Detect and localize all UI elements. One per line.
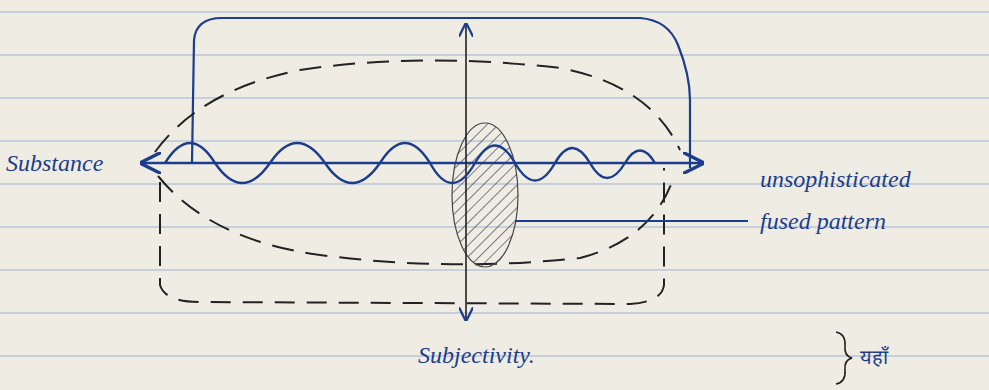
- subjectivity-axis: [465, 24, 467, 320]
- dashed-lower-box: [160, 168, 664, 304]
- brace: [836, 332, 852, 384]
- solid-outline: [192, 18, 690, 168]
- ruled-lines: [0, 12, 989, 356]
- dashed-top-arc: [155, 60, 680, 152]
- axis-label: Subjectivity.: [418, 334, 535, 376]
- wave: [165, 143, 655, 183]
- note-fragment: यहाँ: [860, 336, 888, 378]
- axis-label: Substance: [6, 142, 103, 184]
- leader-line: [515, 220, 748, 222]
- hatched-section: [452, 123, 518, 267]
- substance-axis: [142, 162, 702, 164]
- callout-label: unsophisticated fused pattern: [760, 158, 935, 242]
